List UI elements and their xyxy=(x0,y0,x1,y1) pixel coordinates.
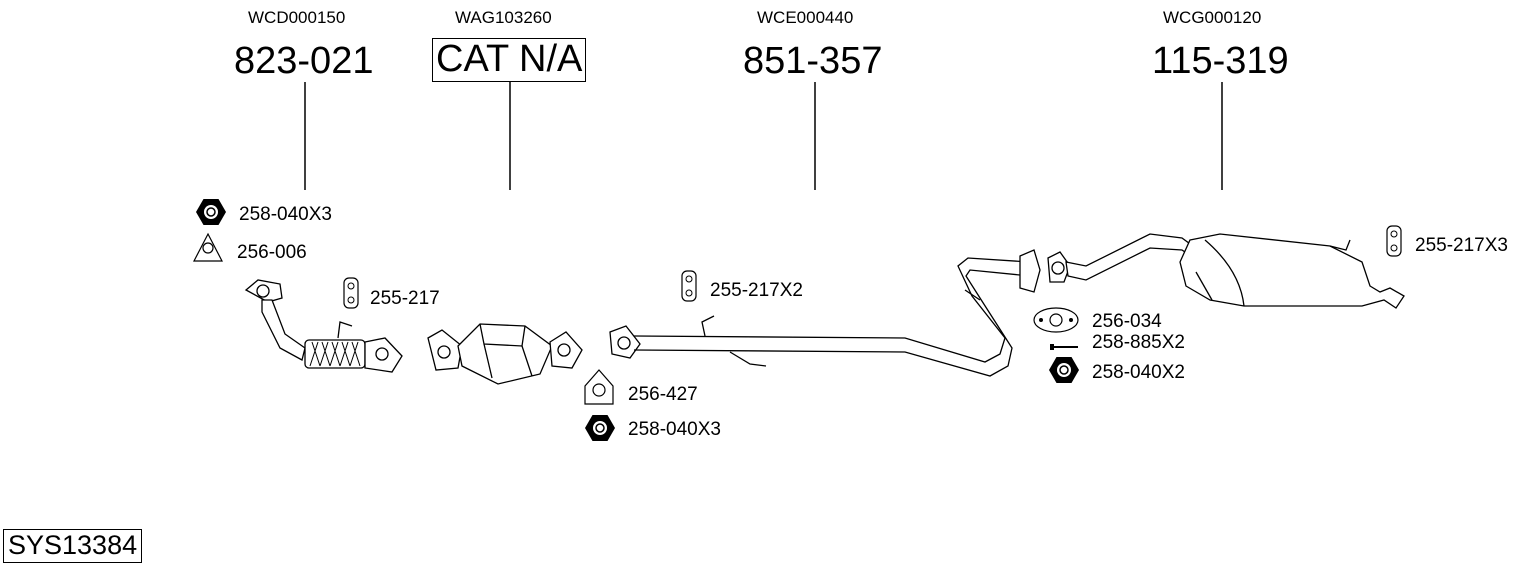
hardware-label: 255-217X2 xyxy=(710,280,803,301)
nut-icon xyxy=(1049,357,1079,383)
bolt-icon xyxy=(1050,344,1078,350)
rubber-hanger-icon xyxy=(681,270,697,302)
hardware-label: 258-040X3 xyxy=(239,204,332,225)
front-pipe-drawing xyxy=(244,279,403,373)
hardware-label: 258-040X3 xyxy=(628,419,721,440)
part-code-label: WCD000150 xyxy=(248,8,346,27)
hardware-label: 255-217 xyxy=(370,288,440,309)
part-code-label: WCG000120 xyxy=(1163,8,1262,27)
hardware-label: 255-217X3 xyxy=(1415,235,1508,256)
gasket-icon xyxy=(584,369,614,405)
part-number-label: 851-357 xyxy=(743,40,883,82)
hardware-label: 256-006 xyxy=(237,242,307,263)
nut-icon xyxy=(585,415,615,441)
catalytic-converter-drawing xyxy=(427,323,583,385)
system-id-label: SYS13384 xyxy=(3,529,143,563)
hardware-label: 256-034 xyxy=(1092,311,1162,332)
part-number-label: 115-319 xyxy=(1152,40,1289,82)
hardware-label: 258-885X2 xyxy=(1092,332,1185,353)
rear-silencer-drawing xyxy=(1047,233,1405,309)
hardware-label: 258-040X2 xyxy=(1092,362,1185,383)
part-number-label: CAT N/A xyxy=(432,38,587,82)
gasket-icon xyxy=(193,232,223,262)
nut-icon xyxy=(196,199,226,225)
rubber-hanger-icon xyxy=(1386,225,1402,257)
hardware-label: 256-427 xyxy=(628,384,698,405)
part-code-label: WCE000440 xyxy=(757,8,854,27)
part-number-label: 823-021 xyxy=(234,40,374,82)
rubber-hanger-icon xyxy=(343,277,359,309)
gasket-icon xyxy=(1033,307,1079,333)
part-code-label: WAG103260 xyxy=(455,8,552,27)
intermediate-pipe-drawing xyxy=(609,249,1041,377)
